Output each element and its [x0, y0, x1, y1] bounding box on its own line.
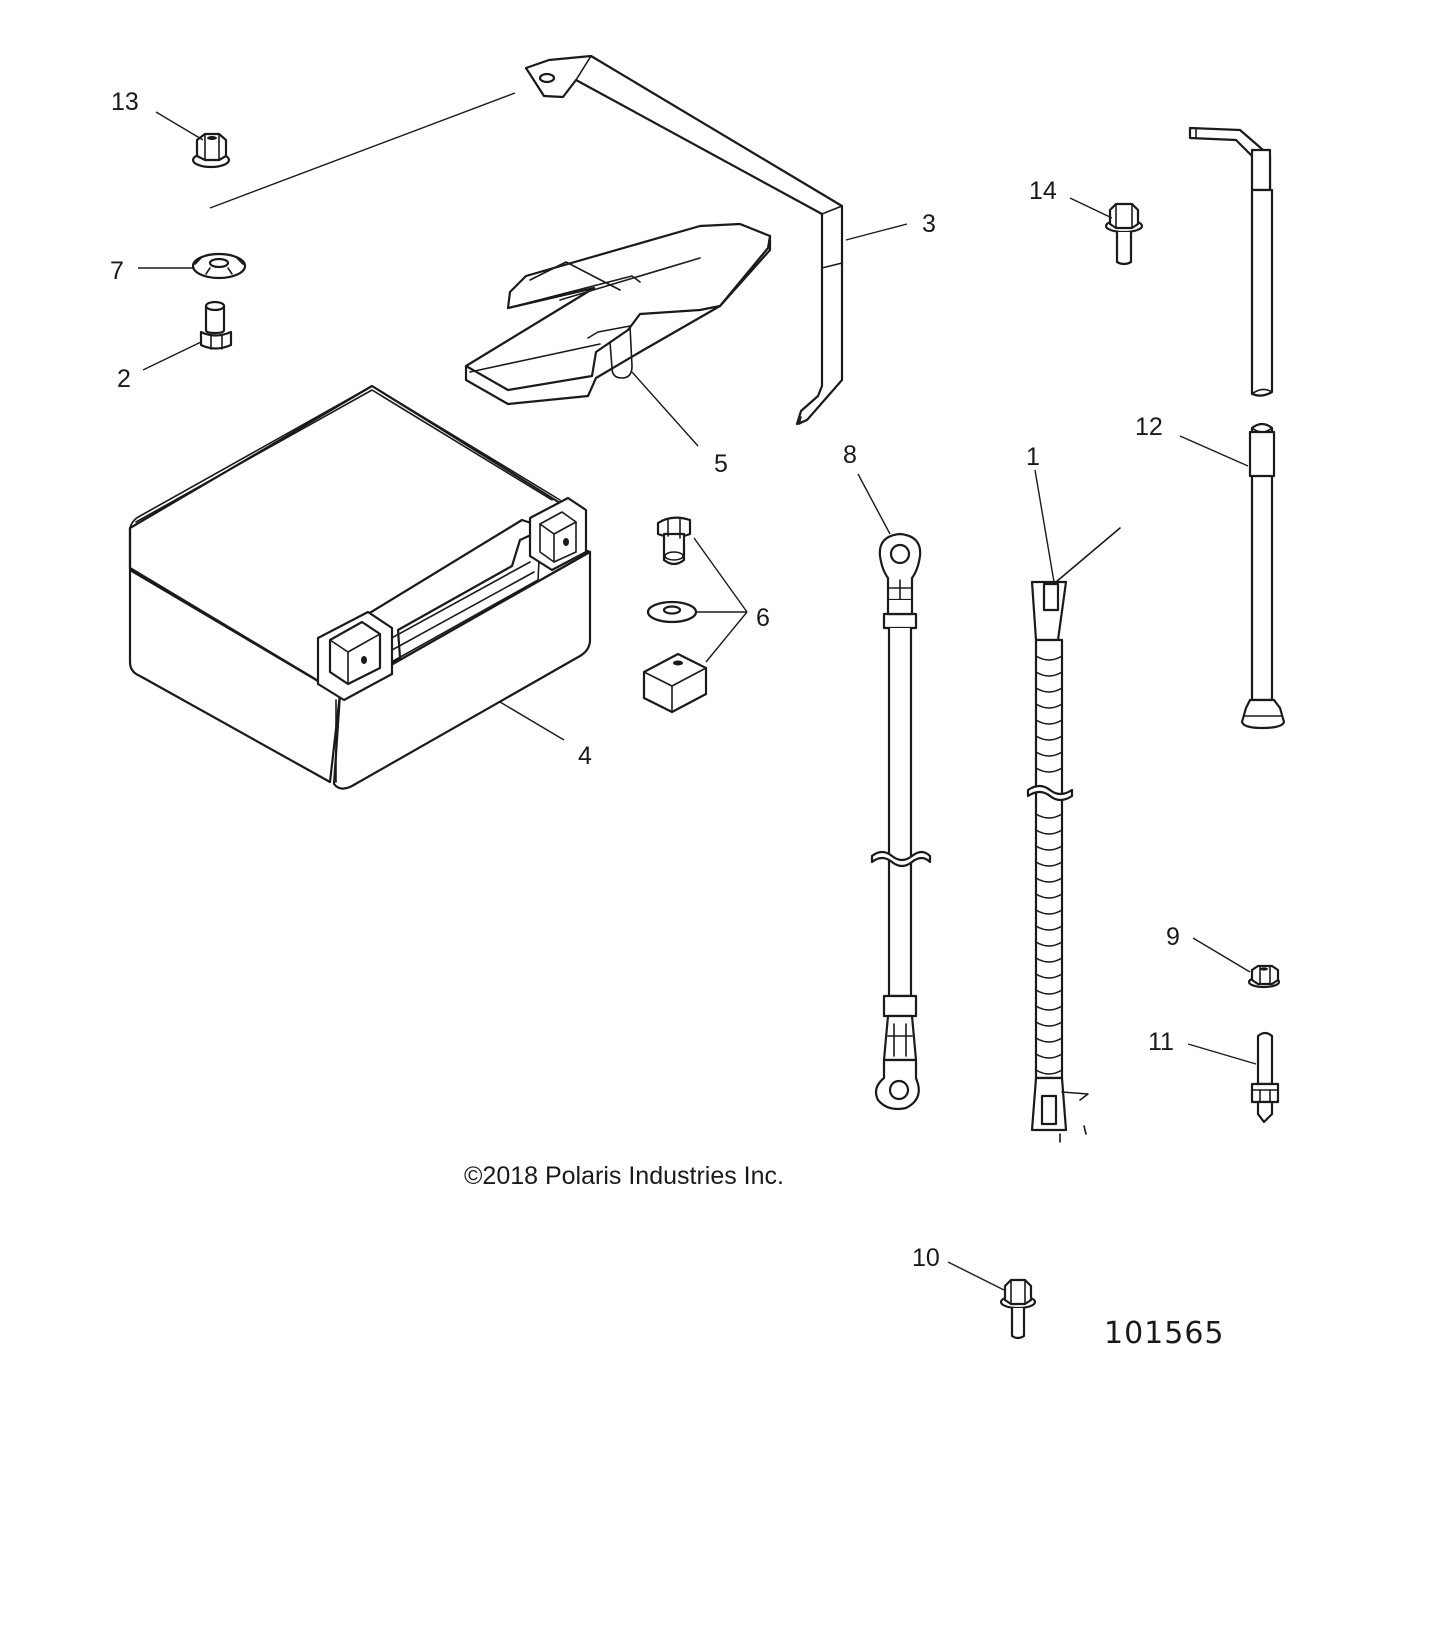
part-2-bolt[interactable] [199, 300, 233, 350]
callout-4: 4 [578, 742, 592, 770]
part-4-battery[interactable] [128, 384, 592, 790]
part-8-ground-cable[interactable] [870, 532, 932, 1111]
part-6-terminal-hardware[interactable] [642, 516, 708, 714]
part-10-flange-bolt[interactable] [999, 1278, 1037, 1340]
callout-12: 12 [1135, 413, 1163, 441]
callout-14: 14 [1029, 177, 1057, 205]
figure-number: 101565 [1104, 1316, 1225, 1351]
copyright-text: ©2018 Polaris Industries Inc. [464, 1162, 784, 1190]
leader-lines [138, 111, 1257, 1291]
callout-11: 11 [1148, 1028, 1174, 1056]
callout-5: 5 [714, 450, 728, 478]
callout-6: 6 [756, 604, 770, 632]
part-14-flange-bolt[interactable] [1104, 202, 1144, 266]
callout-labels: 13 7 2 3 5 4 6 8 1 12 14 9 11 10 [110, 88, 1180, 1272]
part-11-stud[interactable] [1250, 1031, 1280, 1124]
callout-8: 8 [843, 441, 857, 469]
callout-2: 2 [117, 365, 131, 393]
callout-9: 9 [1166, 923, 1180, 951]
part-13-flange-nut[interactable] [191, 132, 231, 169]
part-3-battery-strap[interactable] [524, 54, 844, 426]
callout-7: 7 [110, 257, 124, 285]
callout-1: 1 [1026, 443, 1040, 471]
part-7-washer[interactable] [191, 252, 247, 280]
callout-10: 10 [912, 1244, 940, 1272]
part-1-positive-cable[interactable] [1026, 527, 1121, 1143]
part-5-hold-down-pad[interactable] [464, 222, 772, 406]
part-9-flange-nut[interactable] [1247, 964, 1281, 989]
callout-13: 13 [111, 88, 139, 116]
callout-3: 3 [922, 210, 936, 238]
part-12-vent-tube[interactable] [1188, 126, 1286, 730]
